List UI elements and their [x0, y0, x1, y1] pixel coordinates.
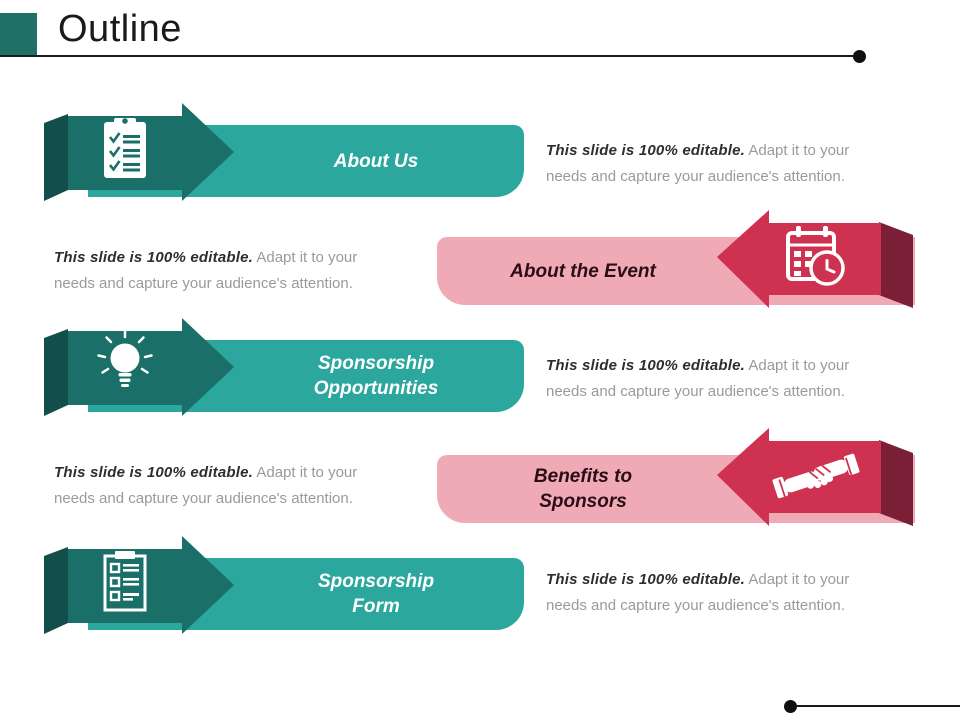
- banner-label: Sponsorship Opportunities: [236, 340, 516, 412]
- lightbulb-icon: [97, 329, 153, 387]
- banner-sponsorship-form[interactable]: Sponsorship Form: [40, 531, 524, 635]
- banner-label-line: Form: [352, 596, 400, 617]
- arrow-shape-right: [44, 536, 234, 634]
- arrow-shape-left: [717, 210, 913, 308]
- note-rest: Adapt it to your needs and capture your …: [546, 357, 850, 400]
- banner-label-line: Benefits to: [533, 466, 633, 487]
- footer-rule: [784, 699, 960, 713]
- note-rest: Adapt it to your needs and capture your …: [54, 249, 358, 292]
- line-start-dot: [784, 699, 797, 713]
- clipboard-check-icon: [104, 118, 146, 178]
- title-rule: [0, 49, 866, 63]
- banner-label-line: About Us: [333, 150, 419, 172]
- note-rest: Adapt it to your needs and capture your …: [54, 464, 358, 507]
- banner-about-us[interactable]: About Us: [40, 98, 524, 202]
- banner-label-line: About the Event: [510, 260, 656, 282]
- banner-label: About Us: [236, 125, 516, 197]
- editable-note-4: This slide is 100% editable. Adapt it to…: [54, 460, 402, 512]
- banner-label-line: Sponsorship: [317, 571, 435, 592]
- arrow-shape-left: [717, 428, 913, 526]
- editable-note-3: This slide is 100% editable. Adapt it to…: [546, 353, 894, 405]
- note-bold: This slide is 100% editable.: [546, 357, 746, 374]
- banner-label: About the Event: [447, 237, 719, 305]
- note-bold: This slide is 100% editable.: [54, 464, 254, 481]
- title-accent-square: [0, 13, 37, 55]
- note-bold: This slide is 100% editable.: [546, 142, 746, 159]
- handshake-icon: [772, 453, 860, 499]
- banner-sponsorship-opportunities[interactable]: Sponsorship Opportunities: [40, 313, 524, 417]
- banner-label-line: Sponsorship: [317, 353, 435, 374]
- clipboard-form-icon: [103, 551, 147, 612]
- page-title: Outline: [58, 8, 182, 50]
- banner-label: Benefits to Sponsors: [447, 455, 719, 523]
- banner-benefits-to-sponsors[interactable]: Benefits to Sponsors: [437, 423, 917, 527]
- arrow-shape-right: [44, 103, 234, 201]
- banner-label-line: Opportunities: [313, 378, 439, 399]
- line-end-dot: [853, 49, 866, 63]
- note-rest: Adapt it to your needs and capture your …: [546, 142, 850, 185]
- note-rest: Adapt it to your needs and capture your …: [546, 571, 850, 614]
- banner-label: Sponsorship Form: [236, 558, 516, 630]
- editable-note-1: This slide is 100% editable. Adapt it to…: [546, 138, 894, 190]
- editable-note-5: This slide is 100% editable. Adapt it to…: [546, 567, 894, 619]
- note-bold: This slide is 100% editable.: [54, 249, 254, 266]
- banner-label-line: Sponsors: [539, 491, 627, 512]
- editable-note-2: This slide is 100% editable. Adapt it to…: [54, 245, 402, 297]
- arrow-shape-right: [44, 318, 234, 416]
- banner-about-the-event[interactable]: About the Event: [437, 205, 917, 309]
- note-bold: This slide is 100% editable.: [546, 571, 746, 588]
- calendar-clock-icon: [786, 226, 845, 286]
